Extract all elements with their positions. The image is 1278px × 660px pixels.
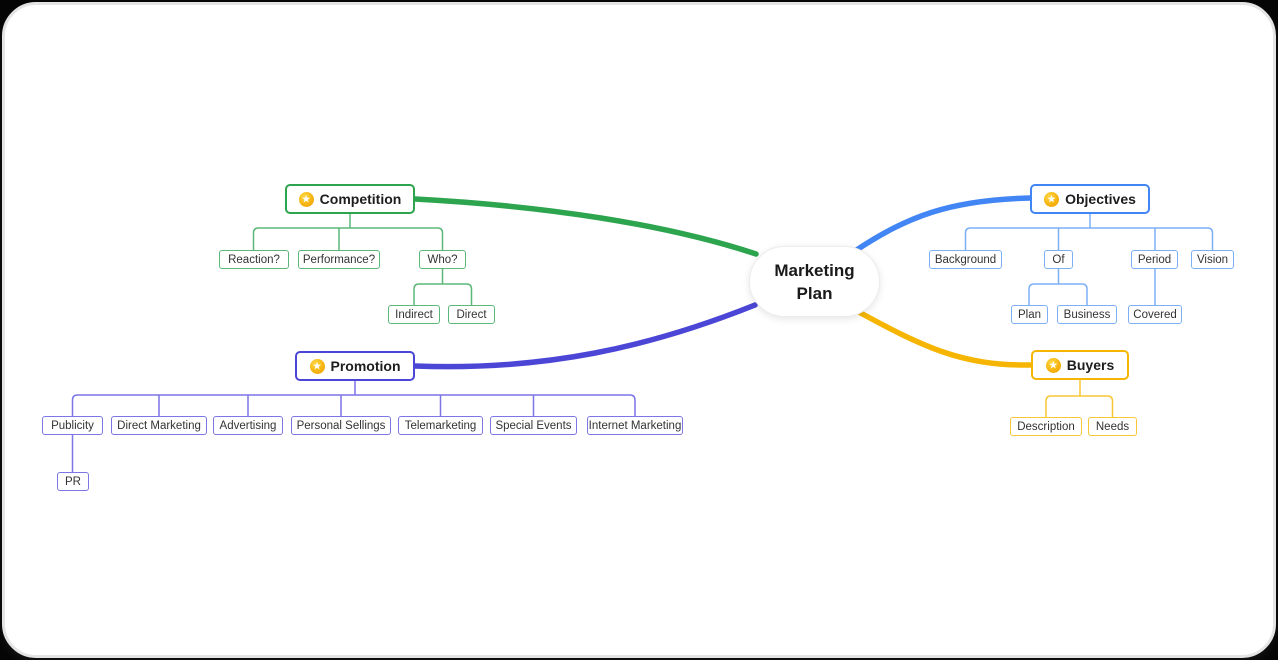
- central-topic-marketing-plan[interactable]: Marketing Plan: [749, 246, 880, 317]
- topic-internet-marketing[interactable]: Internet Marketing: [587, 416, 683, 435]
- topic-promotion[interactable]: ★ Promotion: [295, 351, 415, 381]
- topic-covered[interactable]: Covered: [1128, 305, 1182, 324]
- topic-promotion-label: Promotion: [330, 358, 401, 374]
- topic-publicity[interactable]: Publicity: [42, 416, 103, 435]
- star-icon: ★: [1044, 191, 1060, 207]
- topic-personal-sellings[interactable]: Personal Sellings: [291, 416, 391, 435]
- topic-description[interactable]: Description: [1010, 417, 1082, 436]
- topic-of[interactable]: Of: [1044, 250, 1073, 269]
- topic-objectives[interactable]: ★ Objectives: [1030, 184, 1150, 214]
- central-topic-line2: Plan: [796, 283, 833, 303]
- topic-business[interactable]: Business: [1057, 305, 1117, 324]
- topic-buyers-label: Buyers: [1066, 357, 1115, 373]
- topic-who[interactable]: Who?: [419, 250, 466, 269]
- topic-pr[interactable]: PR: [57, 472, 89, 491]
- topic-reaction[interactable]: Reaction?: [219, 250, 289, 269]
- topic-direct[interactable]: Direct: [448, 305, 495, 324]
- topic-indirect[interactable]: Indirect: [388, 305, 440, 324]
- topic-plan[interactable]: Plan: [1011, 305, 1048, 324]
- star-icon: ★: [1045, 357, 1061, 373]
- topic-background[interactable]: Background: [929, 250, 1002, 269]
- topic-competition[interactable]: ★ Competition: [285, 184, 415, 214]
- topic-telemarketing[interactable]: Telemarketing: [398, 416, 483, 435]
- topic-special-events[interactable]: Special Events: [490, 416, 577, 435]
- topic-objectives-label: Objectives: [1065, 191, 1136, 207]
- star-icon: ★: [298, 191, 314, 207]
- star-icon: ★: [309, 358, 325, 374]
- topic-needs[interactable]: Needs: [1088, 417, 1137, 436]
- topic-period[interactable]: Period: [1131, 250, 1178, 269]
- topic-competition-label: Competition: [319, 191, 402, 207]
- topic-advertising[interactable]: Advertising: [213, 416, 283, 435]
- topic-direct-marketing[interactable]: Direct Marketing: [111, 416, 207, 435]
- topic-buyers[interactable]: ★ Buyers: [1031, 350, 1129, 380]
- topic-vision[interactable]: Vision: [1191, 250, 1234, 269]
- central-topic-line1: Marketing: [774, 260, 855, 280]
- topic-performance[interactable]: Performance?: [298, 250, 380, 269]
